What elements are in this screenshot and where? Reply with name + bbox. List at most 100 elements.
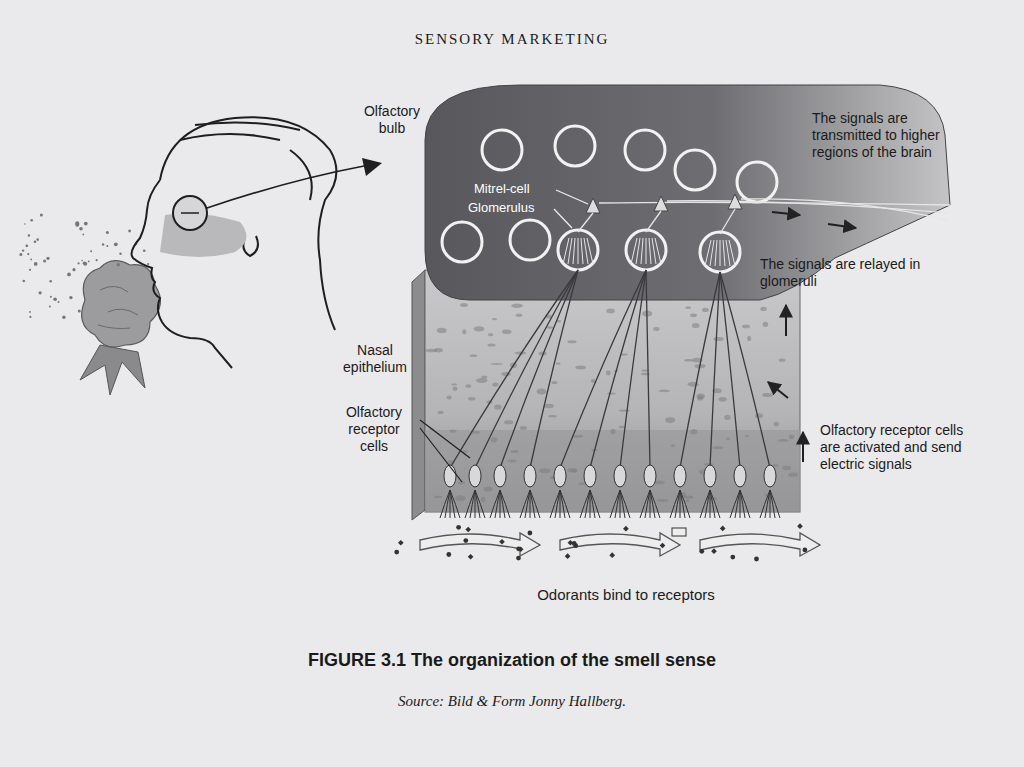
tissue-speck: [684, 359, 693, 362]
tissue-speck: [491, 437, 497, 442]
tissue-speck: [511, 304, 523, 308]
tissue-speck: [462, 329, 466, 334]
odorant-dot: [754, 557, 759, 562]
tissue-speck: [726, 437, 730, 440]
odorant-diamond: [797, 523, 803, 529]
receptor-axon: [560, 270, 646, 468]
tissue-speck: [507, 460, 517, 463]
particle: [143, 249, 146, 252]
receptor-axon: [475, 270, 578, 468]
cilium: [465, 490, 475, 518]
tissue-speck: [447, 396, 452, 400]
cilium: [770, 490, 780, 518]
particle: [83, 262, 87, 266]
cilium: [710, 490, 715, 518]
tissue-speck: [544, 404, 554, 408]
particle: [27, 253, 29, 255]
particle: [29, 316, 31, 318]
synapse-fibre: [729, 240, 735, 266]
receptor-axon: [530, 270, 578, 468]
cilium: [590, 490, 600, 518]
cilium: [475, 490, 485, 518]
odorant-dot: [446, 552, 451, 557]
cilium: [475, 490, 480, 518]
tissue-speck: [653, 327, 659, 331]
synapse-fibre: [723, 240, 725, 266]
odorant-diamond: [720, 526, 726, 532]
odorant-diamond: [465, 527, 471, 533]
tissue-speck: [492, 318, 497, 320]
odorant-dot: [516, 546, 521, 551]
receptor-mark: [672, 528, 686, 536]
particle: [30, 259, 32, 261]
odorant-flow: [420, 533, 820, 556]
particle: [84, 222, 88, 226]
cilium: [445, 490, 450, 518]
cilium: [650, 490, 655, 518]
tissue-speck: [760, 307, 766, 311]
odorant-diamond: [499, 539, 505, 545]
bulb-mark: [181, 212, 199, 214]
cilium: [710, 490, 720, 518]
receptor-axon: [720, 272, 770, 468]
glomerulus: [700, 232, 740, 272]
mitral-cell: [586, 198, 600, 213]
particle: [82, 234, 84, 236]
tissue-speck: [504, 420, 513, 424]
synapse-fibre: [581, 238, 583, 264]
cilium: [530, 490, 540, 518]
cilium: [620, 490, 625, 518]
cilium: [680, 490, 690, 518]
tissue-speck: [547, 326, 554, 328]
cilium: [640, 490, 650, 518]
receptor-axon: [680, 272, 720, 468]
tissue-speck: [713, 337, 723, 341]
mitral-cell: [654, 196, 668, 211]
cilium: [760, 490, 770, 518]
particle: [43, 260, 46, 263]
cilium: [670, 490, 680, 518]
process-note: Olfactory receptor cells are activated a…: [820, 422, 980, 472]
cilium: [470, 490, 475, 518]
particle: [69, 296, 72, 299]
cilium: [440, 490, 450, 518]
receptor-cell: [614, 465, 626, 487]
synapse-fibre: [655, 238, 661, 264]
particle: [29, 311, 31, 313]
receptor-cell: [494, 465, 506, 487]
tissue-speck: [575, 366, 586, 370]
particle: [40, 214, 43, 217]
tissue-speck: [659, 390, 670, 393]
tissue-speck: [450, 430, 457, 433]
tissue-speck: [481, 497, 486, 502]
process-note: The signals are relayed in glomeruli: [760, 256, 930, 290]
tissue-speck: [434, 496, 442, 498]
cilium: [550, 490, 560, 518]
cilium: [700, 490, 710, 518]
cilium: [675, 490, 680, 518]
particle: [72, 268, 75, 271]
particle: [78, 262, 80, 264]
tissue-speck: [619, 409, 631, 411]
tissue-speck: [685, 307, 691, 309]
cilium: [730, 490, 740, 518]
particle: [81, 260, 83, 262]
receptor-axon: [710, 272, 720, 468]
odorant-diamond: [711, 548, 717, 554]
cilium: [765, 490, 770, 518]
tissue-speck: [474, 326, 485, 331]
tissue-speck: [488, 333, 493, 336]
cilium: [555, 490, 560, 518]
epithelium-block: [412, 270, 800, 520]
receptor-axon: [646, 270, 650, 468]
tissue-speck: [690, 313, 697, 317]
synapse-fibre: [636, 238, 640, 264]
receptor-cell: [704, 465, 716, 487]
tissue-speck: [502, 330, 512, 334]
source-note: Source: Bild & Form Jonny Hallberg.: [262, 692, 762, 710]
cilium: [680, 490, 685, 518]
tissue-speck: [606, 371, 611, 376]
particle: [34, 262, 38, 266]
cilium: [580, 490, 590, 518]
synapse-fibre: [578, 238, 579, 264]
